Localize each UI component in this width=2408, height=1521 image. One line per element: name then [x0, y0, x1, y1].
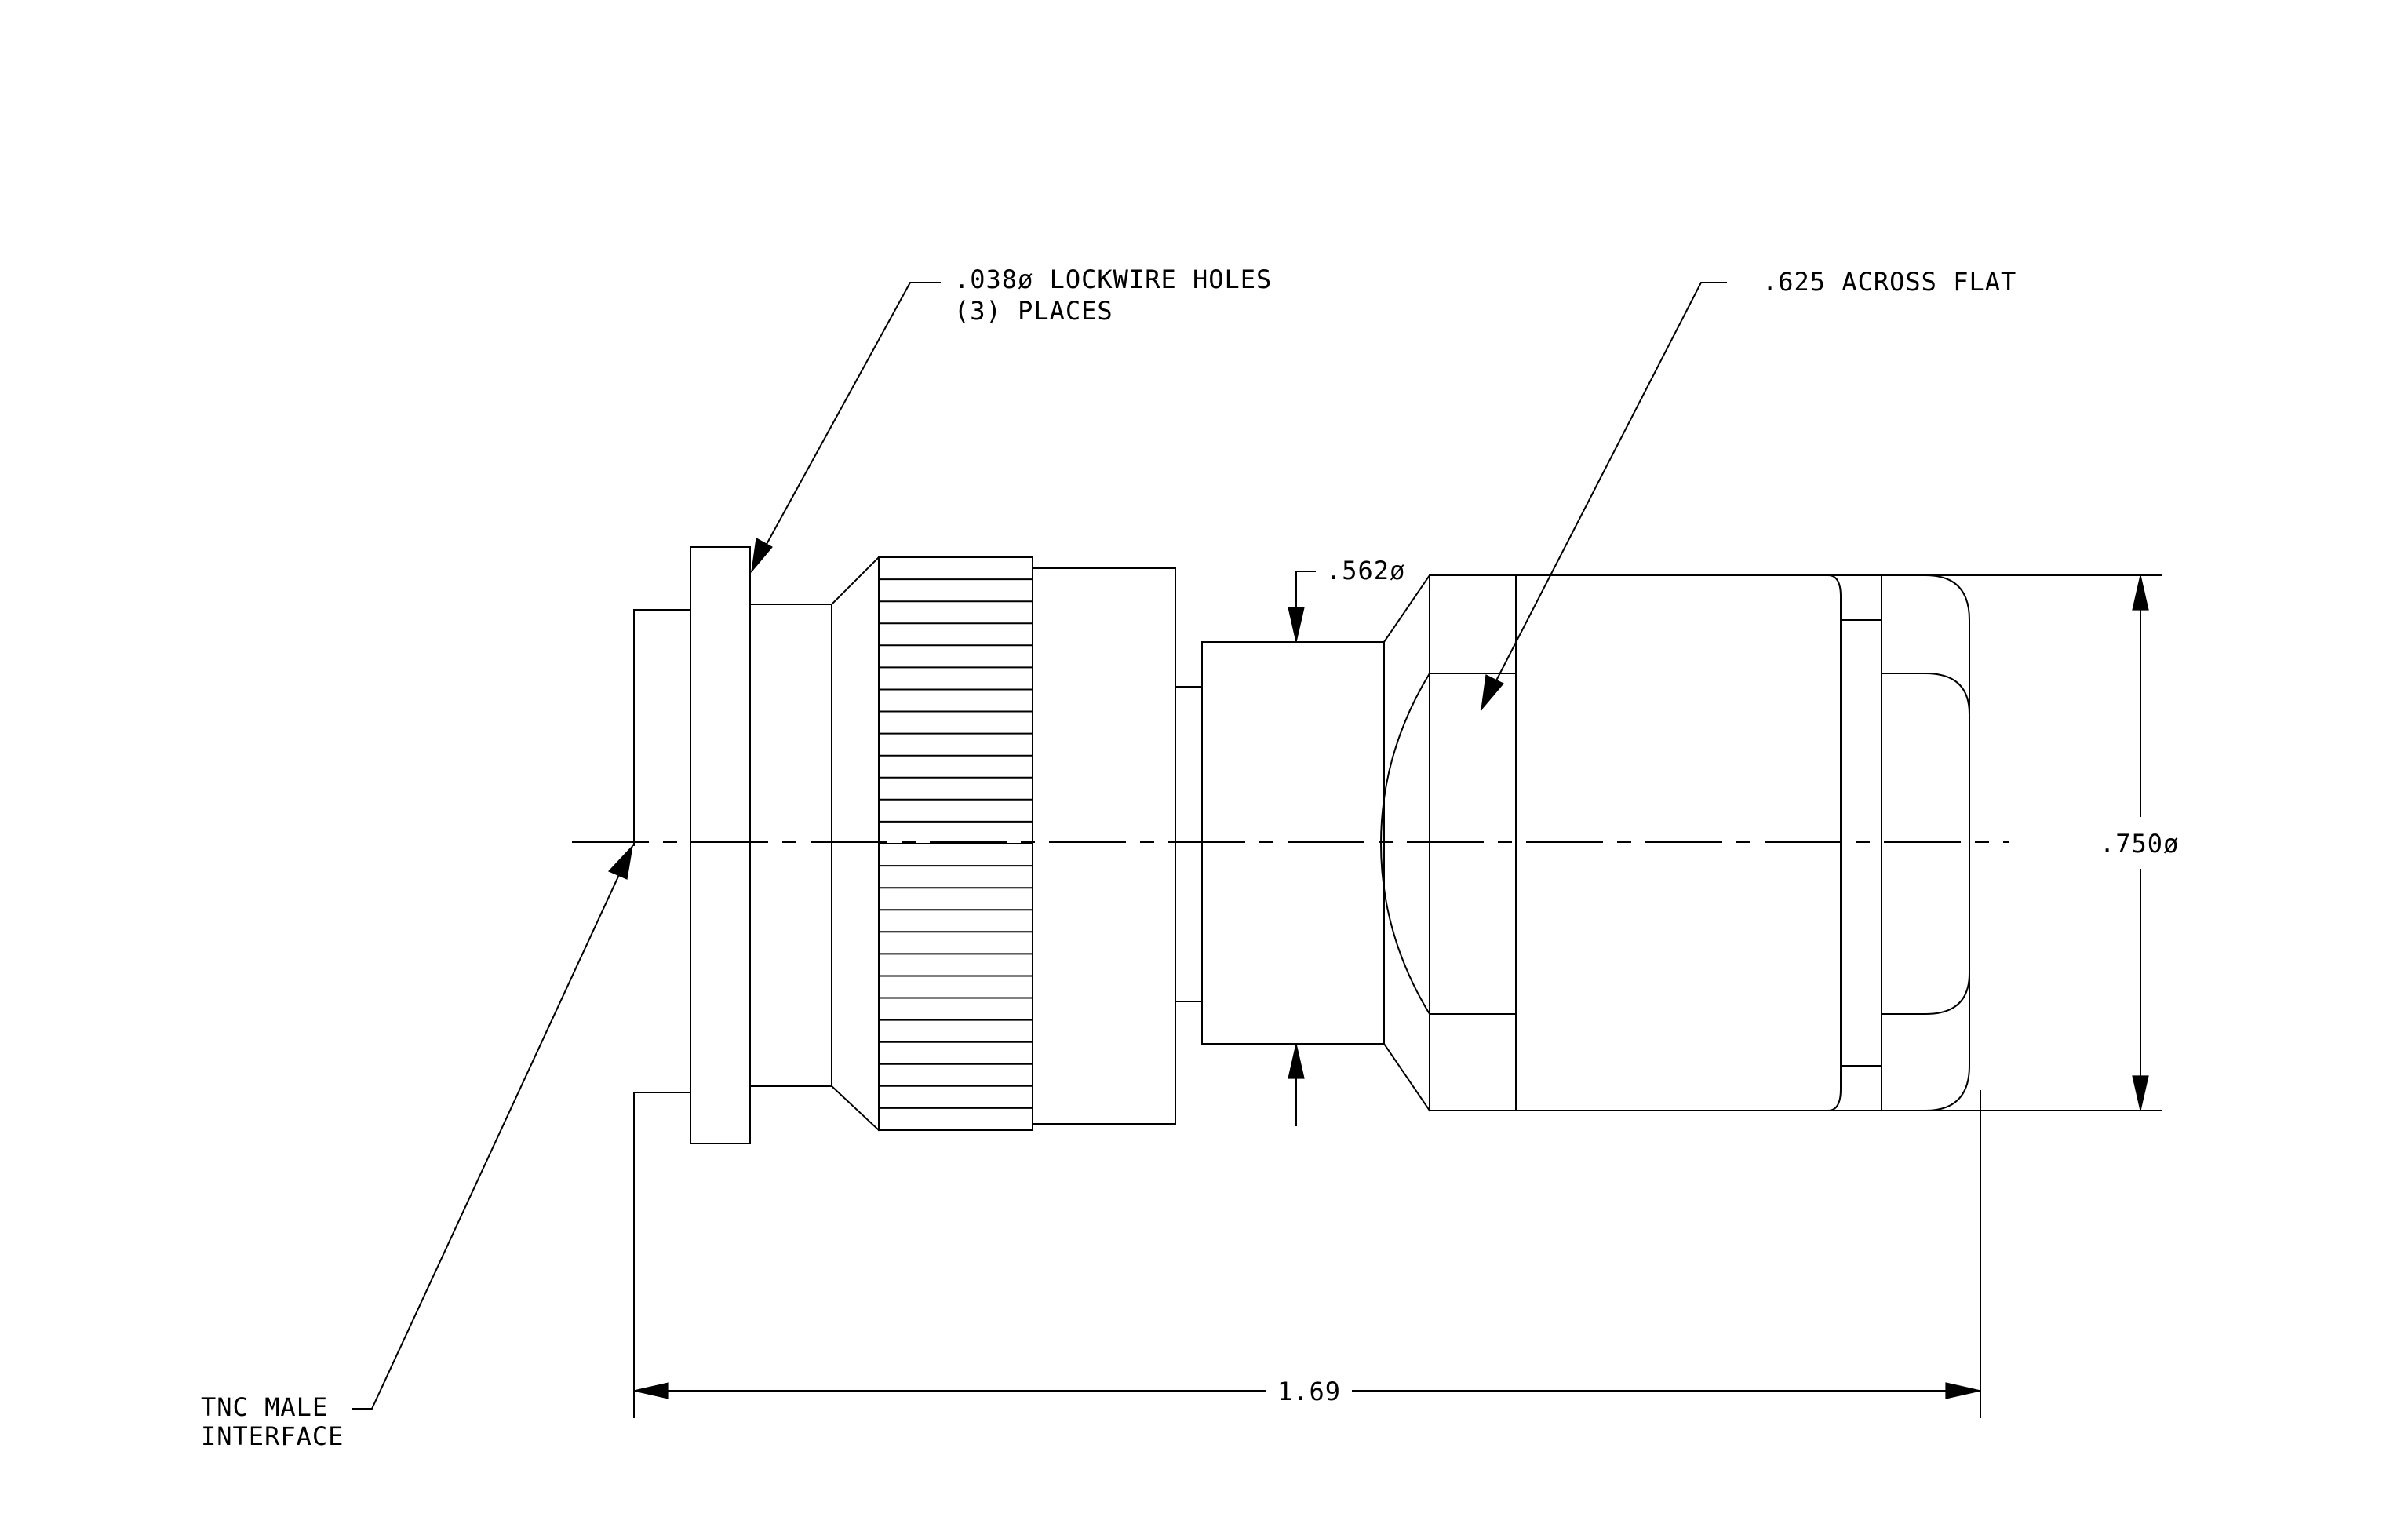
diameter-750-label: .750ø [2100, 829, 2179, 859]
interface-callout: TNC MALE INTERFACE [201, 844, 634, 1451]
lockwire-callout: .038ø LOCKWIRE HOLES (3) PLACES [750, 264, 1272, 573]
overall-length-dimension: 1.69 [633, 1090, 1981, 1418]
collar [749, 604, 832, 1087]
diameter-750-dimension: .750ø [1840, 574, 2179, 1111]
overall-length-label: 1.69 [1277, 1377, 1341, 1406]
interface-label-line2: INTERFACE [201, 1421, 344, 1451]
tnc-interface-face [633, 609, 691, 1093]
hex-section [1379, 574, 1842, 1112]
neck-step [1175, 686, 1203, 1002]
nut-rear-body [1032, 567, 1176, 1125]
diameter-562-label: .562ø [1326, 556, 1405, 585]
diameter-562-dimension: .562ø [1288, 556, 1405, 1126]
lockwire-label-line2: (3) PLACES [954, 296, 1113, 326]
lockwire-flange [690, 546, 751, 1144]
lockwire-arrowhead [751, 538, 773, 573]
across-flat-arrowhead [1481, 674, 1504, 711]
knurled-coupling-nut [878, 556, 1033, 1131]
across-flat-label: .625 ACROSS FLAT [1762, 267, 2016, 297]
nut-taper [830, 556, 880, 1132]
lockwire-label-line1: .038ø LOCKWIRE HOLES [954, 264, 1272, 294]
connector-body [633, 546, 1970, 1144]
across-flat-callout: .625 ACROSS FLAT [1480, 267, 2016, 711]
interface-label-line1: TNC MALE [201, 1392, 328, 1422]
interface-arrowhead [607, 844, 633, 880]
